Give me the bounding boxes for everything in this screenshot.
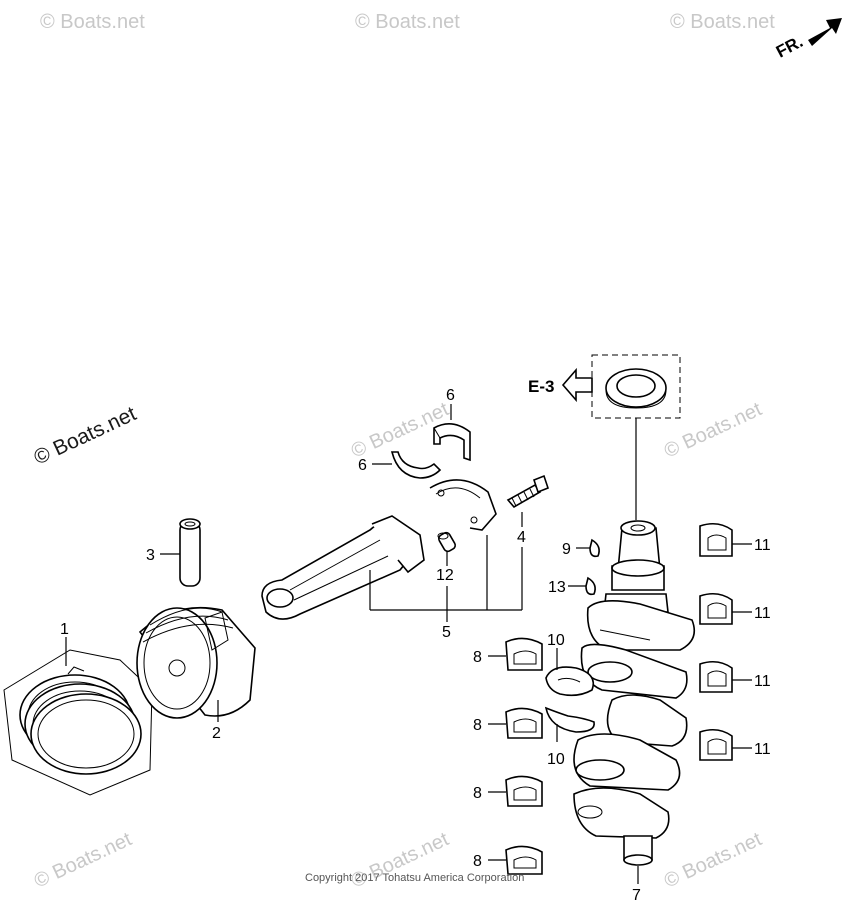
oil-seal <box>605 368 667 409</box>
front-direction-label: FR. <box>773 32 806 62</box>
crankshaft <box>573 520 696 866</box>
callout-3: 3 <box>146 547 155 564</box>
callout-9: 9 <box>562 541 571 558</box>
rod-bearing-lower <box>390 451 442 479</box>
piston <box>136 606 256 719</box>
main-bearing-3 <box>505 775 543 807</box>
callout-8-3: 8 <box>473 785 482 802</box>
callout-11-1: 11 <box>754 537 771 554</box>
watermark-bottom-right: © Boats.net <box>661 828 766 892</box>
rod-bearing-upper <box>433 423 471 462</box>
callout-11-2: 11 <box>754 605 771 622</box>
dowel-pin <box>437 531 457 553</box>
callout-8-1: 8 <box>473 649 482 666</box>
callout-2: 2 <box>212 725 221 742</box>
watermark-dark-left: © Boats.net <box>30 402 140 469</box>
callout-10-upper: 10 <box>547 632 565 649</box>
callout-8-2: 8 <box>473 717 482 734</box>
piston-ring-set <box>3 649 153 796</box>
piston-pin <box>179 518 201 587</box>
main-bearing-4 <box>505 845 543 875</box>
thrust-washer-lower <box>544 706 595 733</box>
callout-13: 13 <box>548 579 566 596</box>
callout-12: 12 <box>436 567 454 584</box>
crank-key <box>585 576 596 596</box>
callout-11-4: 11 <box>754 741 771 758</box>
main-bearing-2 <box>505 707 543 739</box>
connecting-rod <box>261 479 497 620</box>
callout-10-lower: 10 <box>547 751 565 768</box>
callout-5: 5 <box>442 624 451 641</box>
callout-6-lower: 6 <box>358 457 367 474</box>
rod-bolt <box>506 474 549 509</box>
callout-1: 1 <box>60 621 69 638</box>
reference-label: E-3 <box>528 377 554 396</box>
woodruff-key <box>589 538 600 558</box>
main-bearing-right-4 <box>699 728 733 761</box>
main-bearing-right-2 <box>699 592 733 625</box>
watermark-top-center: © Boats.net <box>355 11 460 33</box>
copyright-notice: Copyright 2017 Tohatsu America Corporati… <box>305 872 524 884</box>
callout-7: 7 <box>632 887 641 904</box>
watermark-bottom-left: © Boats.net <box>31 828 136 892</box>
leader-group-5 <box>369 535 523 622</box>
callout-11-3: 11 <box>754 673 771 690</box>
watermark-top-right: © Boats.net <box>670 11 775 33</box>
front-direction-indicator: FR. <box>773 18 842 62</box>
reference-arrow-icon <box>561 367 593 403</box>
main-bearing-right-1 <box>699 522 733 557</box>
callout-8-4: 8 <box>473 853 482 870</box>
main-bearing-right-3 <box>699 660 733 693</box>
reference-e3: E-3 <box>528 354 681 520</box>
watermark-top-left: © Boats.net <box>40 11 145 33</box>
main-bearing-1 <box>505 637 543 671</box>
callout-6-upper: 6 <box>446 387 455 404</box>
front-arrow-icon <box>808 18 842 46</box>
thrust-washer-upper <box>545 666 595 697</box>
watermark-mid-right: © Boats.net <box>661 398 766 462</box>
callout-4: 4 <box>517 529 526 546</box>
